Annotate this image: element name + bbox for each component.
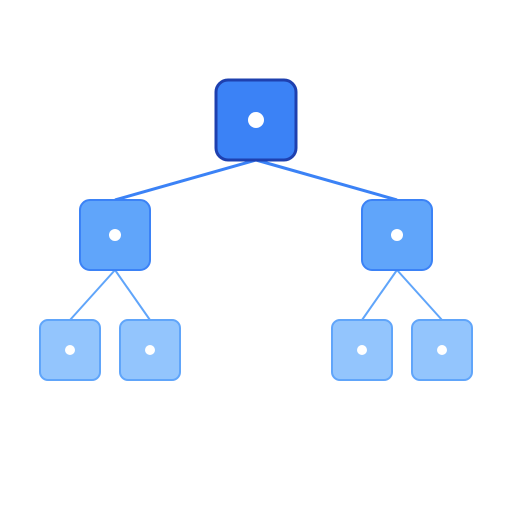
tree-node-right-left[interactable] <box>331 319 393 381</box>
tree-node-root[interactable] <box>214 78 298 162</box>
tree-node-left-right[interactable] <box>119 319 181 381</box>
edge-right-to-right-right <box>396 269 443 321</box>
node-dot-right-right <box>437 345 447 355</box>
edge-right-to-right-left <box>361 269 398 321</box>
node-dot-right <box>391 229 403 241</box>
tree-nodes <box>39 78 473 381</box>
tree-node-left-left[interactable] <box>39 319 101 381</box>
edge-left-to-left-right <box>114 269 151 321</box>
node-dot-root <box>248 112 264 128</box>
tree-node-right-right[interactable] <box>411 319 473 381</box>
node-dot-right-left <box>357 345 367 355</box>
edge-root-to-right <box>255 158 398 202</box>
edge-root-to-left <box>114 158 257 202</box>
edge-left-to-left-left <box>69 269 116 321</box>
tree-node-left[interactable] <box>79 199 151 271</box>
tree-edges <box>69 158 443 321</box>
node-dot-left <box>109 229 121 241</box>
tree-node-right[interactable] <box>361 199 433 271</box>
node-dot-left-left <box>65 345 75 355</box>
node-dot-left-right <box>145 345 155 355</box>
